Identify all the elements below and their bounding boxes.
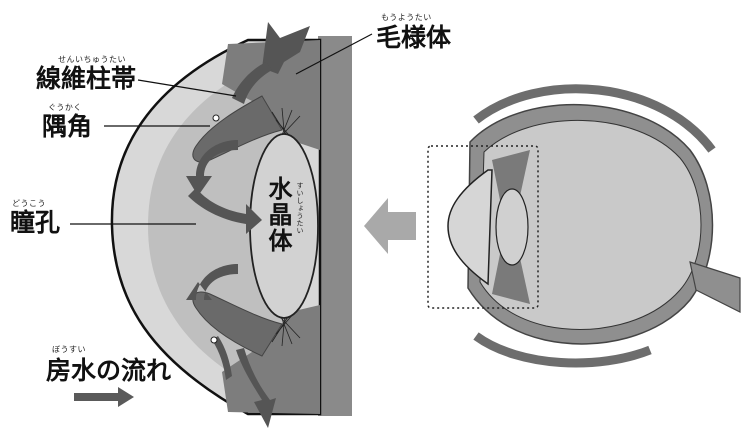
aqueous-ruby: ぼうすい — [52, 346, 86, 354]
direction-arrow — [364, 198, 416, 254]
eye-cornea — [448, 170, 492, 284]
whole-eye — [428, 89, 740, 363]
ciliary-body-label: 毛様体 — [376, 25, 451, 50]
eye-lens — [496, 189, 528, 265]
angle-marker-lower — [211, 337, 217, 343]
optic-nerve — [690, 262, 740, 312]
pupil-label: 瞳孔 — [10, 210, 60, 235]
lens-ruby: すいしょうたい — [296, 182, 303, 235]
zonule-ruby: せんいちゅうたい — [58, 56, 126, 64]
angle-label: 隅角 — [42, 114, 92, 139]
angle-marker-upper — [213, 115, 219, 121]
aqueous-flow-label: 房水の流れ — [46, 358, 171, 383]
ciliary-body-ruby: もうようたい — [381, 14, 432, 22]
zonule-label: 線維柱帯 — [36, 66, 136, 91]
angle-ruby: ぐうかく — [48, 104, 82, 112]
sclera-band — [318, 36, 352, 416]
lens-label: 水晶体 — [266, 176, 290, 254]
flow-legend-arrow — [74, 387, 134, 407]
pupil-ruby: どうこう — [12, 200, 46, 208]
